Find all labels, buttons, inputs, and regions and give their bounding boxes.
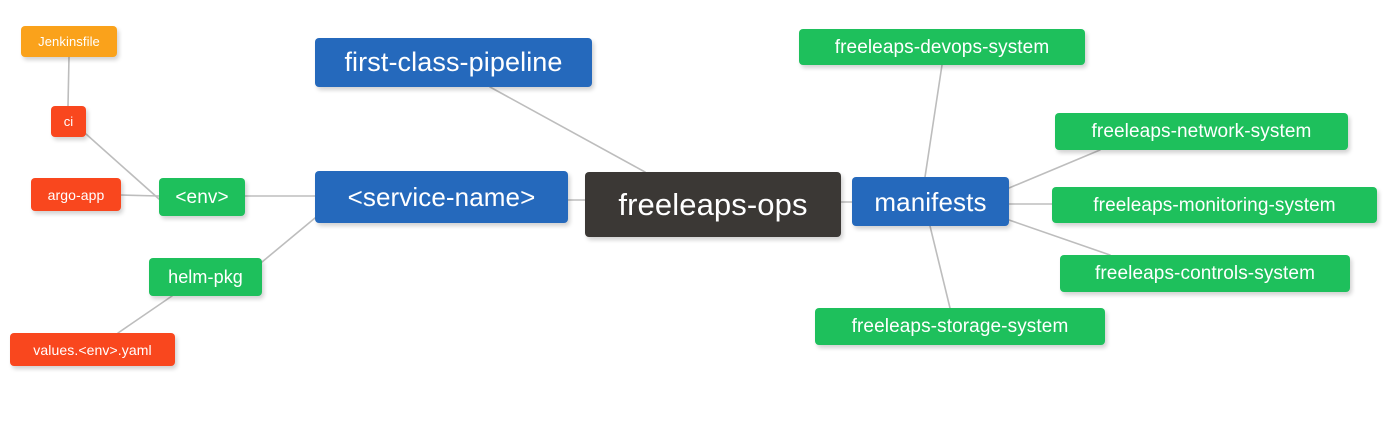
node-label-argo-app: argo-app <box>47 186 105 203</box>
node-label-freeleaps-ops: freeleaps-ops <box>618 187 808 222</box>
node-label-freeleaps-storage-system: freeleaps-storage-system <box>851 316 1069 337</box>
node-freeleaps-ops[interactable]: freeleaps-ops <box>585 172 841 237</box>
node-label-ci: ci <box>63 114 74 129</box>
node-ci[interactable]: ci <box>51 106 86 137</box>
node-freeleaps-storage-system[interactable]: freeleaps-storage-system <box>815 308 1105 345</box>
node-helm-pkg[interactable]: helm-pkg <box>149 258 262 296</box>
node-jenkinsfile[interactable]: Jenkinsfile <box>21 26 117 57</box>
node-label-env: <env> <box>175 186 229 208</box>
node-label-manifests: manifests <box>874 186 987 217</box>
node-manifests[interactable]: manifests <box>852 177 1009 226</box>
edge-manifests-to-freeleaps-controls-system <box>1008 219 1111 256</box>
node-env[interactable]: <env> <box>159 178 245 216</box>
node-label-freeleaps-network-system: freeleaps-network-system <box>1091 121 1312 142</box>
node-label-values-env-yaml: values.<env>.yaml <box>33 341 152 358</box>
node-freeleaps-network-system[interactable]: freeleaps-network-system <box>1055 113 1348 150</box>
node-freeleaps-controls-system[interactable]: freeleaps-controls-system <box>1060 255 1350 292</box>
node-values-env-yaml[interactable]: values.<env>.yaml <box>10 333 175 366</box>
node-label-first-class-pipeline: first-class-pipeline <box>344 47 563 77</box>
node-service-name[interactable]: <service-name> <box>315 171 568 223</box>
node-label-freeleaps-controls-system: freeleaps-controls-system <box>1094 263 1316 284</box>
edge-first-class-pipeline-to-freeleaps-ops <box>489 86 646 173</box>
node-first-class-pipeline[interactable]: first-class-pipeline <box>315 38 592 87</box>
node-label-jenkinsfile: Jenkinsfile <box>38 34 100 49</box>
edge-helm-pkg-to-values-env-yaml <box>117 295 173 334</box>
node-label-helm-pkg: helm-pkg <box>168 267 243 287</box>
node-freeleaps-devops-system[interactable]: freeleaps-devops-system <box>799 29 1085 65</box>
node-label-freeleaps-monitoring-system: freeleaps-monitoring-system <box>1093 194 1336 216</box>
node-label-service-name: <service-name> <box>347 182 536 212</box>
edge-manifests-to-freeleaps-devops-system <box>924 64 943 178</box>
edge-manifests-to-freeleaps-storage-system <box>929 225 951 309</box>
edge-manifests-to-freeleaps-network-system <box>1008 149 1101 189</box>
node-label-freeleaps-devops-system: freeleaps-devops-system <box>834 36 1050 58</box>
edge-jenkinsfile-to-ci <box>67 56 70 107</box>
node-argo-app[interactable]: argo-app <box>31 178 121 211</box>
edge-service-name-to-helm-pkg <box>261 217 316 263</box>
edge-argo-app-to-env <box>120 194 160 197</box>
node-freeleaps-monitoring-system[interactable]: freeleaps-monitoring-system <box>1052 187 1377 223</box>
